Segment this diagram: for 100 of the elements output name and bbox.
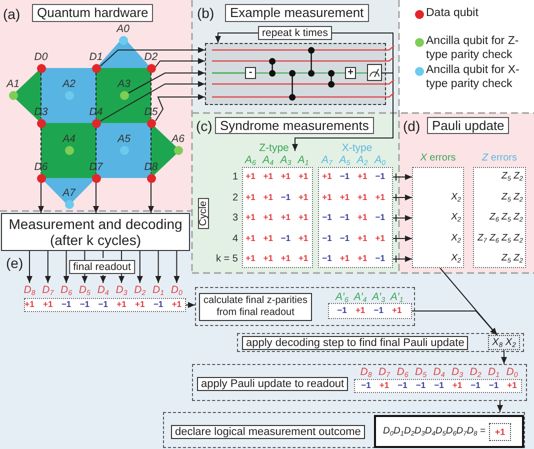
column-header: D$_{4}$ [97, 284, 109, 296]
cell-value: −1 [322, 254, 332, 264]
cell-value: −1 [434, 381, 444, 391]
column-header: D$_{8}$ [24, 284, 36, 296]
cell-value: +1 [340, 192, 350, 202]
arrow [392, 173, 412, 181]
result-value: X$_{8}$ X$_{2}$ [488, 335, 520, 350]
panel-letter: (b) [197, 4, 214, 22]
dashed-line [40, 72, 42, 119]
column-header: D$_{2}$ [470, 366, 482, 378]
circuit-gate: + [345, 67, 356, 79]
error-term: Z$_{5}$ Z$_{2}$ [502, 192, 523, 203]
meter-icon [367, 64, 382, 81]
cell-value: +1 [263, 172, 273, 182]
group-heading: Z-type [259, 142, 289, 154]
column-header: A$_{6}$ [245, 154, 256, 166]
circuit-block [205, 43, 386, 105]
error-list [412, 151, 464, 268]
arrow [174, 250, 180, 284]
arrow [392, 255, 412, 263]
column-header: A$_{4}$ [262, 154, 274, 166]
column-header: A$_{2}$ [356, 154, 368, 166]
legend-text: Data qubit [426, 7, 478, 20]
arrow [440, 268, 498, 336]
circuit-wire [334, 72, 346, 74]
panel-title: Syndrome measurements [215, 117, 374, 134]
cell-value: +1 [358, 213, 368, 223]
circuit-gate: - [245, 67, 256, 79]
step-frame [163, 412, 525, 448]
cell-value: +1 [298, 172, 308, 182]
result-frame [374, 415, 524, 448]
qubit-dot-icon [92, 64, 100, 72]
column-header: D$_{3}$ [451, 366, 464, 378]
arrow [501, 350, 507, 364]
panel-letter: (c) [196, 118, 212, 134]
cell-value: +1 [280, 254, 291, 264]
panel-title: Quantum hardware [32, 4, 154, 22]
cell-value: +1 [452, 381, 462, 391]
arrow [292, 72, 394, 152]
column-header: A′$_{3}$ [372, 290, 386, 304]
cell-value: +1 [246, 234, 256, 244]
cell-value: +1 [358, 234, 368, 244]
arrow [392, 194, 412, 202]
cell-value: +1 [263, 192, 273, 202]
arrow [100, 250, 106, 284]
error-term: Z$_{7}$ Z$_{6}$ Z$_{5}$ Z$_{2}$ [477, 233, 523, 244]
cell-value: +1 [298, 192, 308, 202]
edge-label: repeat k times [258, 26, 332, 40]
column-header: D$_{3}$ [116, 284, 128, 296]
arrow [392, 234, 412, 242]
qubit-label: A6 [172, 132, 184, 146]
controlled-z-gate [268, 58, 276, 76]
legend-text: Ancilla qubit for X-type parity check [426, 64, 520, 91]
cell-value: +1 [280, 213, 291, 223]
qubit-label: A3 [118, 78, 130, 90]
column-header: D$_{7}$ [42, 284, 54, 296]
cell-value: +1 [392, 306, 402, 316]
column-header: D$_{8}$ [360, 366, 372, 378]
arrow [63, 250, 70, 284]
column-header: A$_{1}$ [298, 154, 309, 166]
formula-text: D$_{0}$D$_{1}$D$_{2}$D$_{3}$D$_{4}$D$_{5}$D$_{6}$D$_{7}$D$_{8}$ = [383, 426, 486, 437]
qubit-label: A2 [62, 78, 76, 90]
column-header: D$_{2}$ [134, 284, 146, 296]
arrow [44, 250, 51, 284]
cell-value: +1 [263, 213, 273, 223]
cell-value: +1 [358, 254, 368, 264]
cell-value: −1 [361, 381, 371, 391]
cell-value: +1 [246, 192, 256, 202]
edge-label: final readout [69, 260, 135, 274]
controlled-z-gate [308, 46, 314, 76]
cell-value: +1 [263, 234, 273, 244]
cell-value: +1 [298, 234, 308, 244]
column-header: D$_{7}$ [378, 366, 390, 378]
cell-value: +1 [322, 192, 332, 202]
error-term: Z$_{5}$ Z$_{2}$ [502, 172, 523, 182]
qubit-label: D2 [144, 50, 158, 64]
cell-value: −1 [153, 300, 164, 310]
cell-value: +1 [375, 234, 385, 244]
cell-value: +1 [507, 381, 517, 391]
cell-value: +1 [135, 300, 145, 310]
circuit-wire [314, 72, 328, 74]
cell-value: −1 [340, 234, 350, 244]
arrow [38, 182, 44, 214]
cell-value: −1 [375, 213, 385, 223]
cell-value: +1 [298, 213, 308, 223]
group-heading: X-type [342, 142, 372, 154]
cell-value: −1 [61, 300, 72, 310]
column-header: A′$_{4}$ [354, 290, 367, 304]
qubit-label: D4 [89, 106, 103, 118]
cell-value: −1 [470, 381, 480, 391]
cell-value: +1 [246, 172, 256, 182]
circuit-wire [256, 72, 270, 74]
cell-value: −1 [340, 213, 350, 223]
panel-background [192, 0, 399, 113]
circuit-wire [274, 72, 290, 74]
column-header: D$_{5}$ [414, 366, 427, 378]
cell-value: −1 [340, 172, 350, 182]
dashed-line [150, 72, 152, 119]
error-term: Z$_{6}$ Z$_{5}$ Z$_{2}$ [490, 212, 523, 224]
qubit-label: A5 [118, 132, 130, 146]
